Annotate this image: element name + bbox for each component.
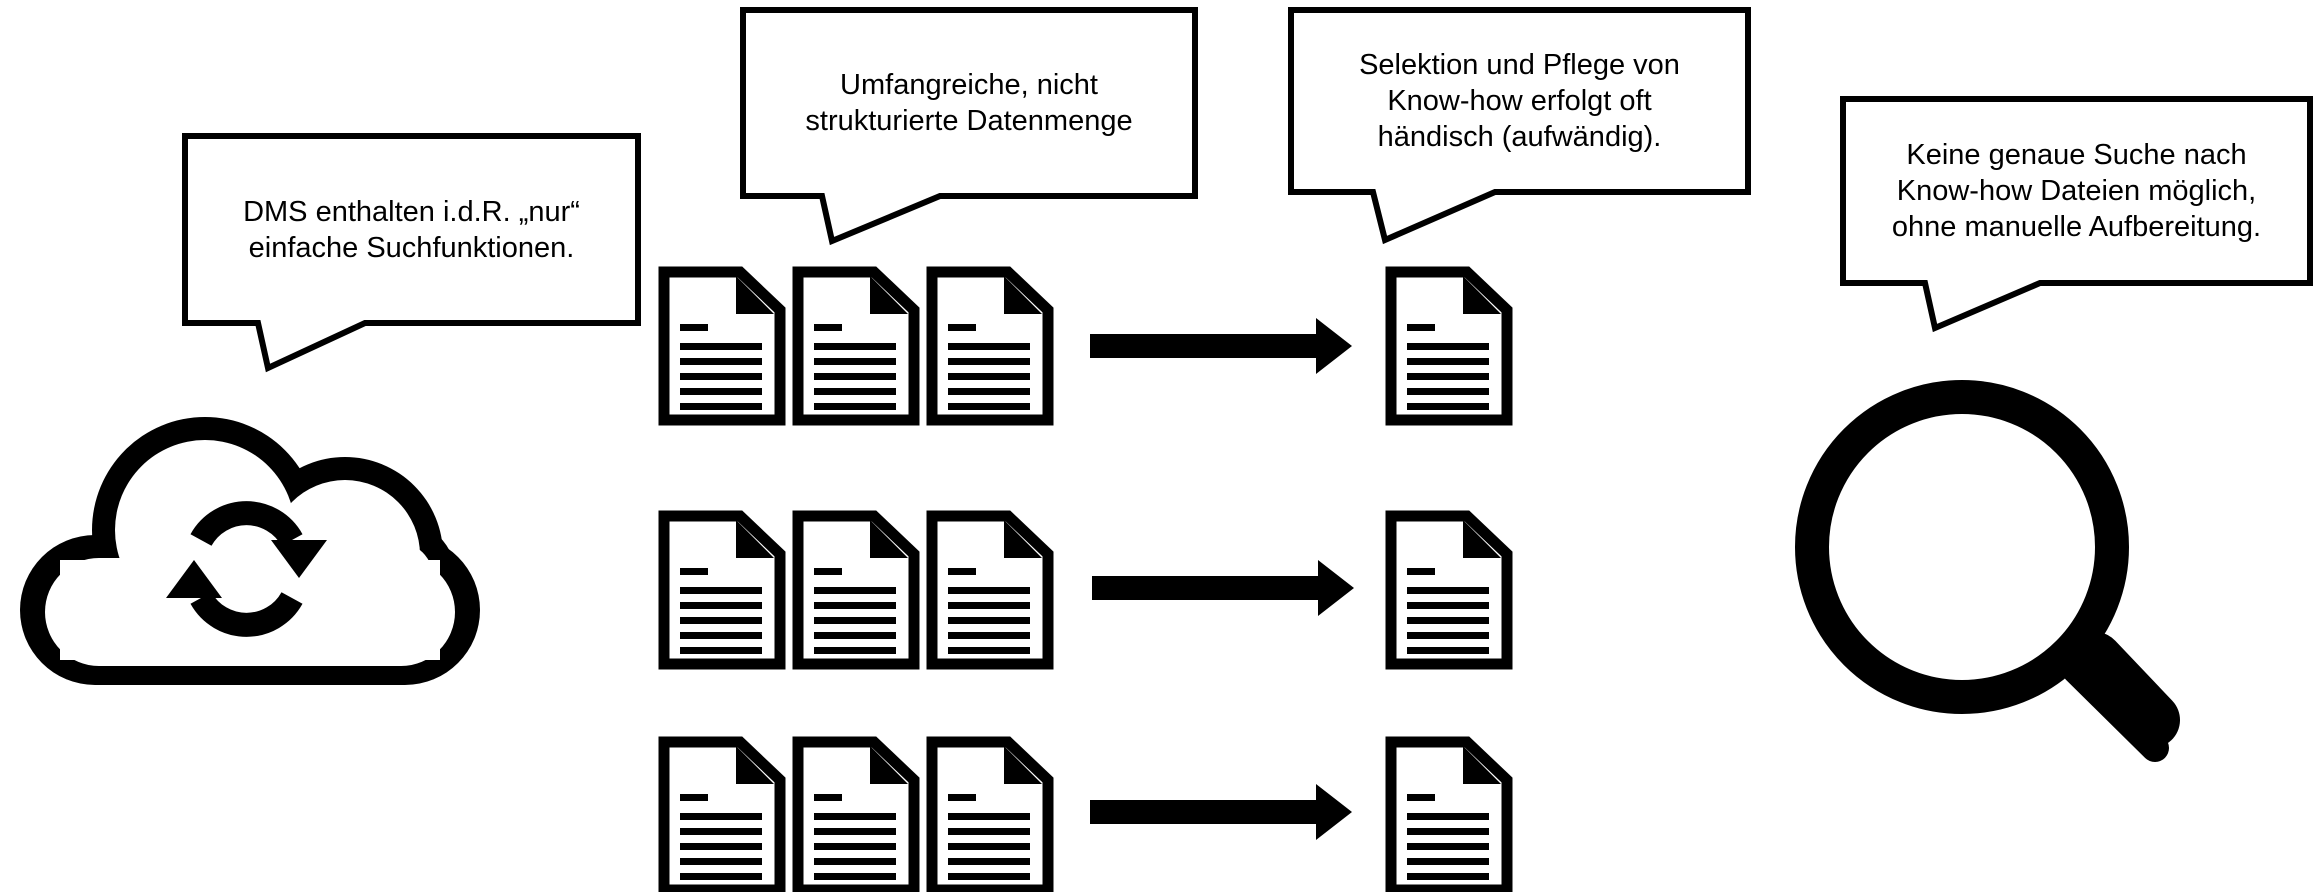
document-icon: [932, 742, 1048, 890]
magnifying-glass-icon: [1795, 380, 2180, 762]
document-group-row-1: [664, 272, 1048, 420]
callout-data-bubble: [740, 7, 1198, 246]
document-icon: [664, 742, 780, 890]
right-arrow-icon: [1090, 318, 1352, 374]
callout-search-bubble: [1840, 96, 2313, 333]
right-arrow-icon: [1092, 560, 1354, 616]
callout-selection-label: Selektion und Pflege von Know-how erfolg…: [1359, 49, 1680, 153]
document-icon: [932, 272, 1048, 420]
document-icon: [932, 516, 1048, 664]
document-icon: [798, 272, 914, 420]
cloud-shape: [20, 417, 480, 685]
document-icon: [664, 516, 780, 664]
result-document-icon: [1391, 516, 1507, 664]
callout-selection-bubble: [1288, 7, 1751, 245]
callout-dms-label: DMS enthalten i.d.R. „nur“ einfache Such…: [243, 195, 580, 264]
document-group-row-3: [664, 742, 1048, 890]
cloud-sync-icon: [20, 417, 480, 685]
document-icon: [798, 742, 914, 890]
sync-arrows-icon: [166, 501, 327, 637]
callout-selection-text: Selektion und Pflege von Know-how erfolg…: [1296, 15, 1743, 187]
document-icon: [664, 272, 780, 420]
result-document-icon: [1391, 272, 1507, 420]
right-arrow-icon: [1090, 784, 1352, 840]
document-icon: [798, 516, 914, 664]
result-document-icon: [1391, 742, 1507, 890]
callout-data-label: Umfangreiche, nicht strukturierte Datenm…: [805, 69, 1133, 137]
callout-dms-bubble: [182, 133, 641, 373]
callout-dms-text: DMS enthalten i.d.R. „nur“ einfache Such…: [190, 141, 633, 318]
callout-search-text: Keine genaue Suche nach Know-how Dateien…: [1848, 104, 2305, 278]
callout-search-label: Keine genaue Suche nach Know-how Dateien…: [1891, 139, 2262, 243]
document-group-row-2: [664, 516, 1048, 664]
callout-data-text: Umfangreiche, nicht strukturierte Datenm…: [748, 15, 1190, 191]
